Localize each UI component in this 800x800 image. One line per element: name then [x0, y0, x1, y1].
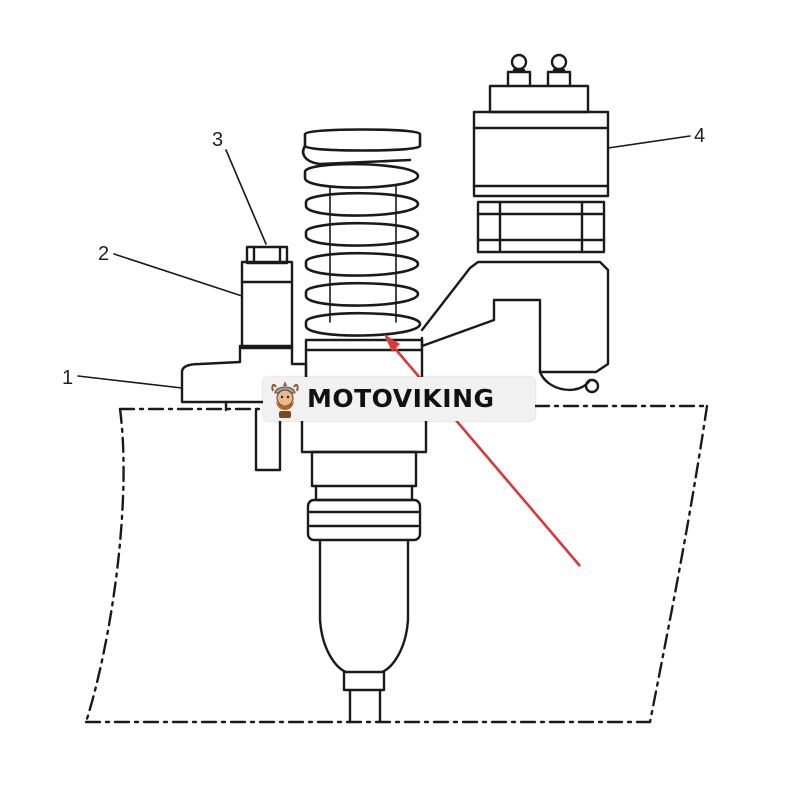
- injector-spring: [301, 128, 422, 337]
- cylinder-head-outline: [84, 404, 709, 724]
- callout-1: 1: [62, 367, 73, 389]
- callout-3: 3: [212, 129, 223, 151]
- leader-line-3: [225, 149, 267, 245]
- callout-2: 2: [98, 243, 109, 265]
- leader-line-4: [607, 135, 691, 149]
- red-pointer-arrow: [384, 334, 581, 567]
- callout-4: 4: [694, 125, 705, 147]
- clamp-bolt: [240, 245, 294, 350]
- brand-name: MOTOVIKING: [307, 384, 495, 413]
- viking-mascot-icon: [271, 381, 299, 418]
- motoviking-watermark: MOTOVIKING: [263, 377, 535, 421]
- solenoid-assembly: [420, 53, 610, 394]
- leader-lines: [77, 135, 691, 389]
- leader-line-2: [113, 253, 243, 297]
- leader-line-1: [77, 375, 183, 389]
